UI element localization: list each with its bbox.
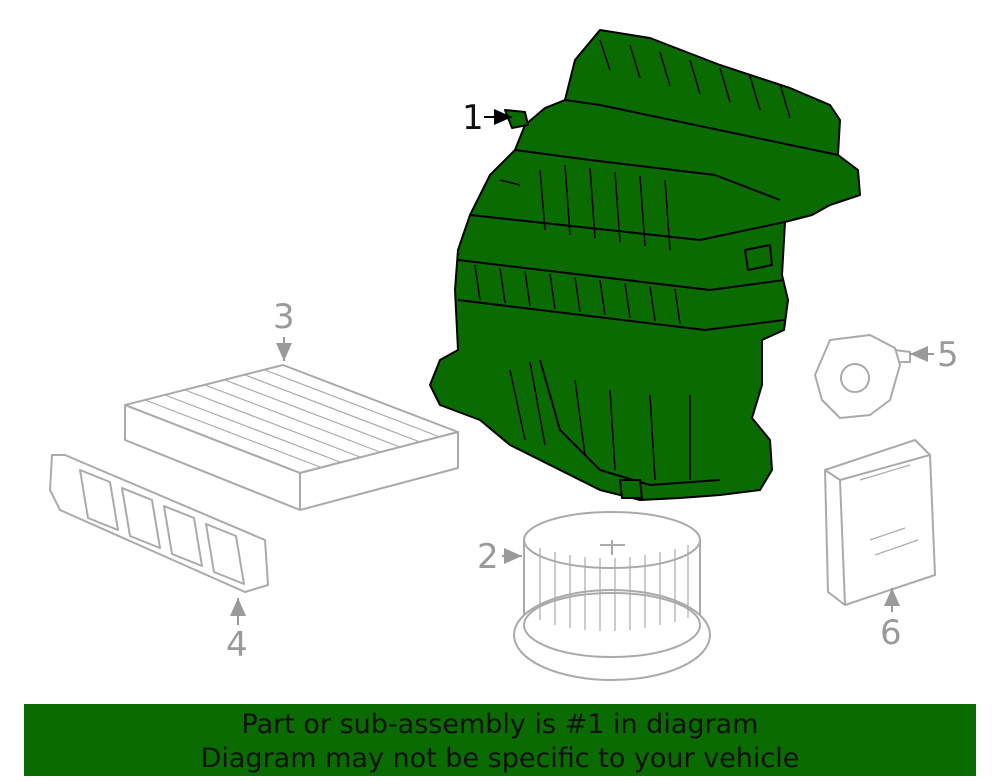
callout-4: 4	[226, 625, 248, 665]
callout-3: 3	[273, 297, 295, 337]
banner-line-1: Part or sub-assembly is #1 in diagram	[241, 709, 759, 740]
part-6-control-module	[824, 439, 936, 606]
part-4-filter-cover	[49, 454, 269, 593]
callout-6: 6	[880, 613, 902, 653]
part-3-cabin-filter	[124, 364, 459, 511]
part-2-blower-motor	[513, 511, 711, 681]
part-5-actuator	[814, 334, 911, 419]
banner-line-2: Diagram may not be specific to your vehi…	[200, 743, 800, 774]
part-1-blower-housing	[429, 29, 861, 501]
callout-5: 5	[937, 335, 959, 375]
info-banner: Part or sub-assembly is #1 in diagram Di…	[24, 704, 976, 776]
parts-diagram	[49, 29, 936, 681]
callout-1: 1	[462, 98, 484, 138]
callout-2: 2	[477, 537, 499, 577]
